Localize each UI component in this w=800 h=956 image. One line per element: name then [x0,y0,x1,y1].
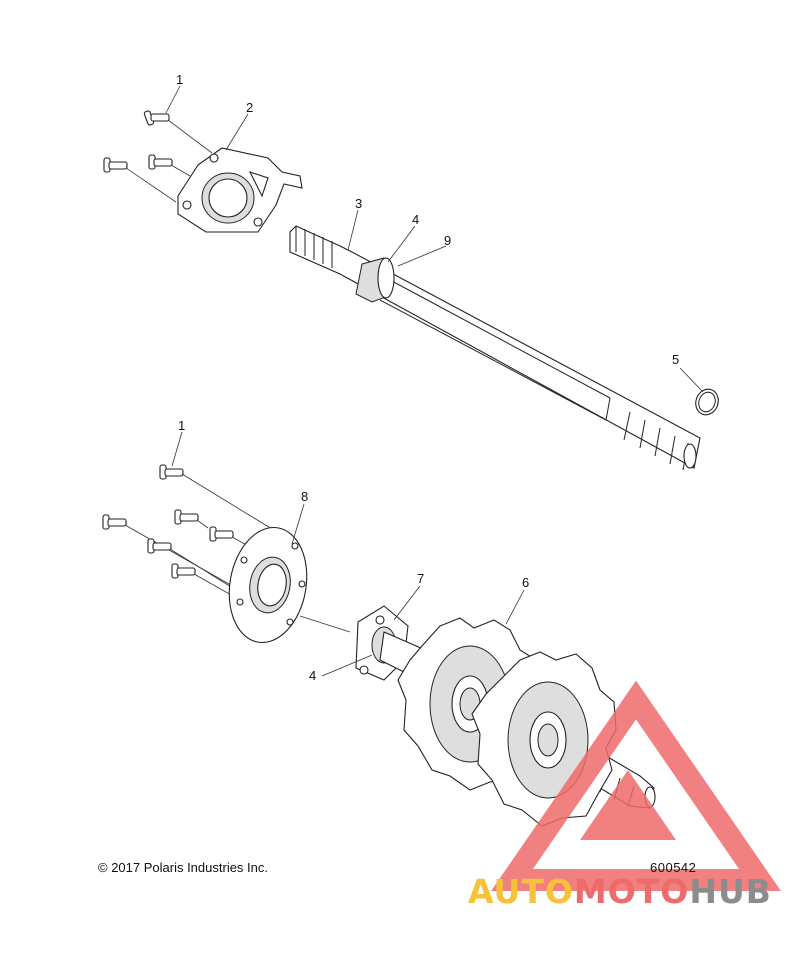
callout-1a: 1 [176,72,183,87]
upper-bolt-1 [143,110,213,154]
leader-9 [397,245,447,267]
upper-bolt-3 [148,154,191,177]
part-number: 600542 [650,860,697,875]
callout-4a: 4 [412,212,419,227]
callout-8: 8 [301,489,308,504]
leader-3 [347,209,359,251]
leader-4b [321,654,373,677]
lower-bolt-4 [209,526,253,549]
callout-2: 2 [246,100,253,115]
callout-7: 7 [417,571,424,586]
upper-shaft [289,225,701,471]
watermark-moto: MOTO [573,872,690,911]
leader-1b [171,431,183,467]
callout-4b: 4 [309,668,316,683]
upper-bolt-2 [103,157,177,203]
callout-3: 3 [355,196,362,211]
lower-bolt-2 [102,514,237,589]
leader-6 [505,589,525,625]
watermark-auto: AUTO [468,872,574,911]
leader-2 [225,113,249,151]
watermark-wordmark: AUTOMOTOHUB [468,872,772,911]
callout-6: 6 [522,575,529,590]
leader-7 [393,585,421,621]
lower-bolt-5 [147,538,237,591]
watermark-triangle-logo [491,680,781,891]
lower-bolt-6 [171,563,241,601]
leader-5 [679,367,704,393]
copyright-text: © 2017 Polaris Industries Inc. [98,860,268,875]
bearing-flange-disc [228,526,351,644]
o-ring [695,388,719,416]
bearing-flange-plate [177,147,303,233]
leader-8 [291,503,305,545]
watermark-hub: HUB [689,872,772,911]
leader-4a [387,225,416,263]
leader-1a [165,85,181,114]
callout-1b: 1 [178,418,185,433]
callout-5: 5 [672,352,679,367]
lower-bolt-3 [174,509,209,529]
upper-bearing [355,257,395,303]
callout-9: 9 [444,233,451,248]
